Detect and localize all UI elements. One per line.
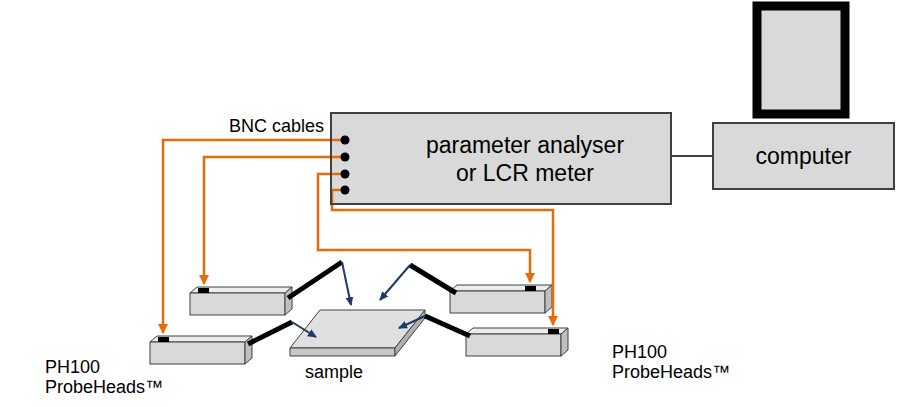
probehead — [190, 287, 292, 315]
node-text: parameter analyser or LCR meter — [419, 131, 631, 187]
box-fill — [330, 112, 672, 205]
sample-front — [290, 348, 395, 356]
bnc-socket — [198, 288, 209, 293]
probe-needle — [292, 322, 316, 337]
bnc-socket — [525, 286, 536, 291]
cable-label: BNC cables — [229, 116, 339, 137]
probe-needle — [342, 262, 351, 305]
probehead — [450, 285, 552, 313]
probe-arm — [288, 262, 342, 298]
bnc-socket — [548, 329, 559, 334]
connector-line — [672, 155, 712, 157]
instrument-box: parameter analyser or LCR meter — [330, 112, 672, 205]
probehead-label: PH100 ProbeHeads™ — [612, 342, 737, 382]
output-socket — [341, 136, 350, 145]
sample-side — [395, 310, 425, 356]
monitor — [757, 6, 845, 114]
probe-arm — [410, 265, 456, 293]
probehead-label: PH100 ProbeHeads™ — [45, 357, 170, 397]
probehead — [150, 336, 252, 364]
probehead — [466, 328, 568, 356]
probe-arm — [248, 322, 292, 344]
bnc-cable — [318, 174, 530, 282]
node-text: computer — [756, 142, 852, 170]
sample-label: sample — [305, 362, 395, 383]
output-socket — [341, 186, 350, 195]
bnc-socket — [158, 337, 169, 342]
probe-needle — [399, 316, 425, 328]
bnc-cable — [332, 190, 553, 325]
bnc-cable — [204, 157, 345, 284]
output-socket — [341, 153, 350, 162]
computer-box: computer — [712, 122, 895, 190]
output-socket — [341, 170, 350, 179]
probe-arm — [425, 316, 470, 336]
probe-needle — [380, 265, 410, 300]
